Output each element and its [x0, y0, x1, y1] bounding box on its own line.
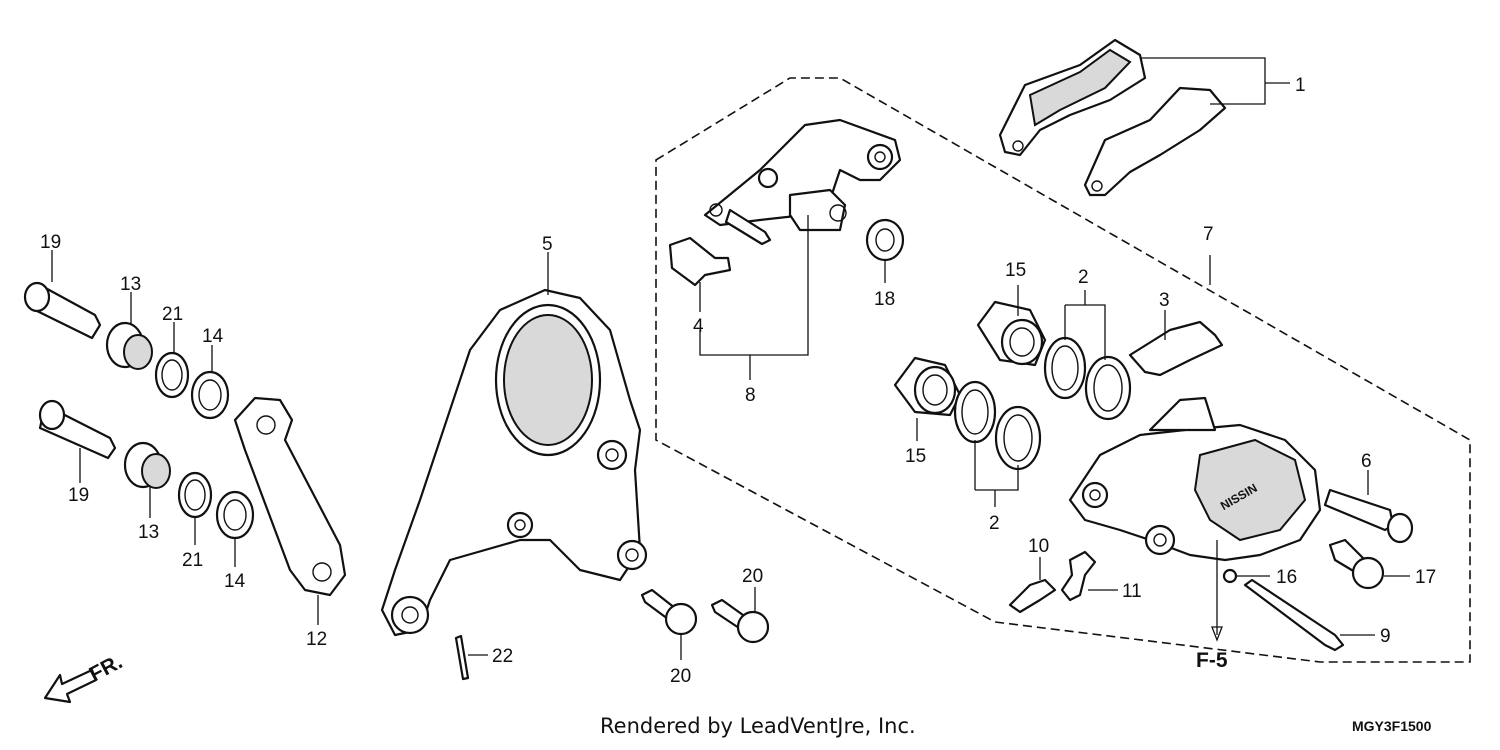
callout-20-upper[interactable]: 20 — [742, 566, 763, 587]
caliper-body[interactable]: NISSIN — [1068, 396, 1322, 562]
leader-lines — [51, 57, 1410, 660]
callout-20-lower[interactable]: 20 — [670, 666, 691, 687]
pad-pin[interactable] — [1243, 578, 1345, 652]
callout-12[interactable]: 12 — [306, 629, 327, 650]
slide-pin[interactable] — [1323, 488, 1414, 544]
bolt-17[interactable] — [1328, 538, 1385, 590]
caliper-bracket-assembly[interactable] — [703, 118, 902, 246]
pin-19-lower[interactable] — [38, 399, 117, 460]
callout-13-upper[interactable]: 13 — [120, 274, 141, 295]
flange-bolt-20-right[interactable] — [710, 598, 770, 644]
callout-10[interactable]: 10 — [1028, 536, 1049, 557]
caliper-piston-lower[interactable] — [893, 356, 962, 417]
retainer-clip[interactable] — [668, 236, 732, 287]
callout-21-upper[interactable]: 21 — [162, 304, 183, 325]
collar-13-upper[interactable] — [105, 321, 153, 370]
caliper-bracket[interactable] — [380, 288, 648, 637]
pad-spring[interactable] — [1128, 320, 1224, 377]
callout-22[interactable]: 22 — [492, 646, 513, 667]
assembly-boundary — [655, 77, 1471, 663]
callout-18[interactable]: 18 — [874, 289, 895, 310]
callout-8[interactable]: 8 — [745, 385, 756, 406]
callout-19-upper[interactable]: 19 — [40, 232, 61, 253]
callout-15-lower[interactable]: 15 — [905, 446, 926, 467]
front-direction-arrow-icon — [43, 668, 98, 704]
callout-17[interactable]: 17 — [1415, 567, 1436, 588]
callout-4[interactable]: 4 — [693, 316, 704, 337]
diagram-code: MGY3F1500 — [1352, 718, 1432, 734]
callout-13-lower[interactable]: 13 — [138, 522, 159, 543]
bleeder-cap[interactable] — [1060, 550, 1097, 602]
washer-21-lower[interactable] — [177, 471, 213, 519]
torque-rod[interactable] — [233, 396, 347, 597]
seal-14-upper[interactable] — [190, 370, 230, 420]
caliper-piston-upper[interactable] — [976, 300, 1047, 367]
boot[interactable] — [865, 218, 905, 262]
callout-6[interactable]: 6 — [1361, 451, 1372, 472]
cotter-pin[interactable] — [454, 634, 470, 681]
callout-5[interactable]: 5 — [542, 234, 553, 255]
reference-label[interactable]: F-5 — [1196, 649, 1228, 672]
pin-19-upper[interactable] — [23, 281, 102, 340]
footer-credit: Rendered by LeadVentJre, Inc. — [600, 714, 916, 738]
callout-7[interactable]: 7 — [1203, 224, 1214, 245]
callout-15-upper[interactable]: 15 — [1005, 260, 1026, 281]
bleeder-screw[interactable] — [1008, 578, 1057, 614]
callout-16[interactable]: 16 — [1276, 567, 1297, 588]
flange-bolt-20-left[interactable] — [640, 588, 698, 636]
callout-21-lower[interactable]: 21 — [182, 550, 203, 571]
pin-clip[interactable] — [1222, 568, 1238, 584]
callout-14-upper[interactable]: 14 — [202, 326, 224, 347]
callout-9[interactable]: 9 — [1380, 626, 1391, 647]
callout-11[interactable]: 11 — [1122, 581, 1142, 602]
brake-pads[interactable] — [998, 38, 1227, 197]
callout-3[interactable]: 3 — [1159, 290, 1170, 311]
piston-seals[interactable] — [953, 336, 1132, 471]
collar-13-lower[interactable] — [123, 441, 171, 489]
callout-19-lower[interactable]: 19 — [68, 485, 89, 506]
callout-14-lower[interactable]: 14 — [224, 571, 246, 592]
callout-1[interactable]: 1 — [1295, 75, 1306, 96]
seal-14-lower[interactable] — [215, 490, 255, 540]
washer-21-upper[interactable] — [154, 351, 190, 399]
callout-2-upper[interactable]: 2 — [1078, 267, 1089, 288]
callout-2-lower[interactable]: 2 — [989, 513, 1000, 534]
